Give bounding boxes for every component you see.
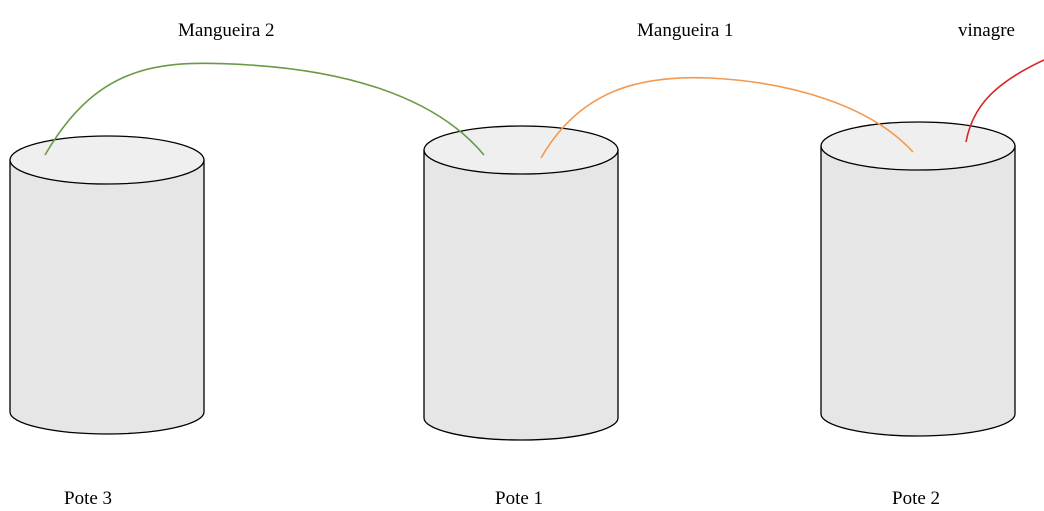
pot-2-label: Pote 2 <box>892 488 941 509</box>
pot-2-cylinder <box>820 121 1016 437</box>
pot-1-body <box>423 149 619 441</box>
pot-3-body <box>9 159 205 435</box>
pot-1-top <box>423 125 619 175</box>
pot-1-cylinder <box>423 125 619 441</box>
pot-2-top <box>820 121 1016 171</box>
pot-3-top <box>9 135 205 185</box>
pot-3-label: Pote 3 <box>64 488 113 509</box>
hose-1-label: Mangueira 1 <box>637 20 734 41</box>
pot-3-cylinder <box>9 135 205 435</box>
pot-2-body <box>820 145 1016 437</box>
hose-1-line <box>540 76 914 159</box>
hose-2-line <box>44 62 485 156</box>
vinegar-line <box>965 59 1044 143</box>
vinegar-label: vinagre <box>958 20 1015 41</box>
pot-1-label: Pote 1 <box>495 488 544 509</box>
hose-2-label: Mangueira 2 <box>178 20 275 41</box>
